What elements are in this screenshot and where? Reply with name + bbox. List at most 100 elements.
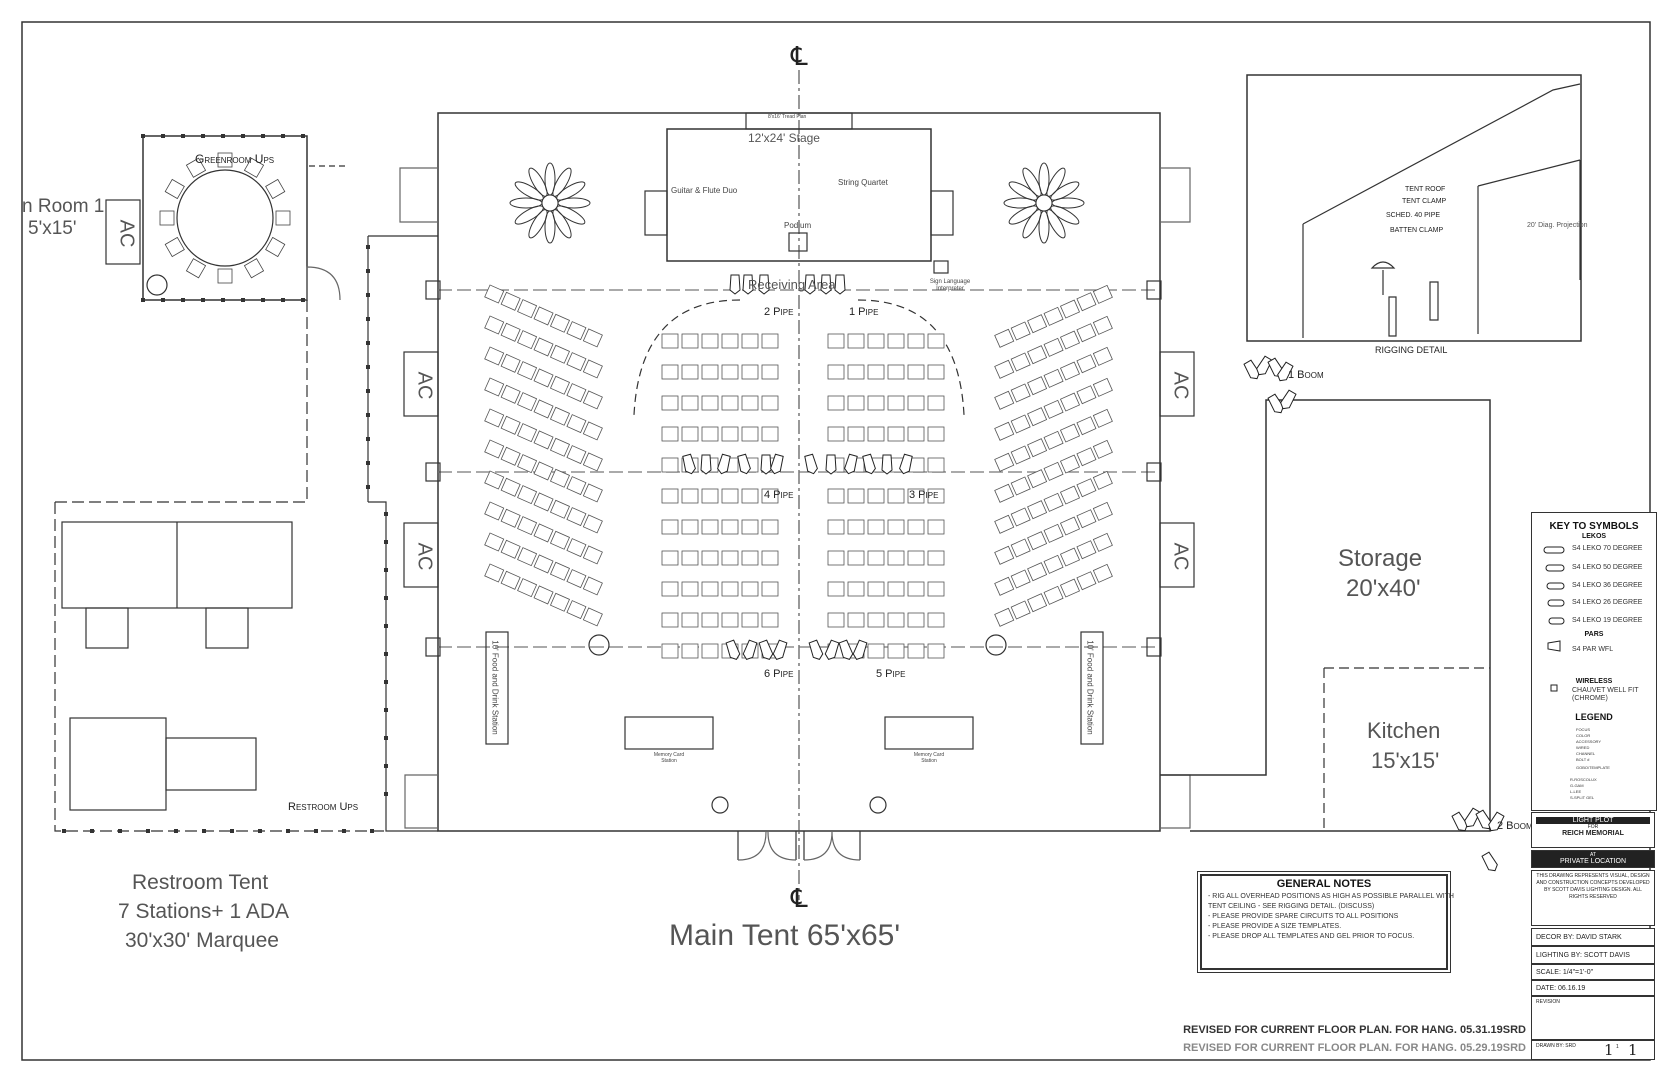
seat [827,612,845,628]
tent-post [384,736,388,740]
seat [907,333,925,349]
petal [1038,210,1050,244]
tent-post [181,134,185,138]
seat [661,643,679,659]
lighting-fixture-icon [852,639,868,660]
seat [887,643,905,659]
lighting-fixture-icon [1488,811,1505,832]
seat [1027,562,1048,582]
petal [1051,197,1085,209]
seat [1076,571,1097,591]
petal [544,210,556,244]
seat [847,550,865,566]
tent-post [384,568,388,572]
seat-row [484,346,603,410]
seat [847,395,865,411]
seat [1059,516,1081,536]
seat [867,550,885,566]
tent-post [384,540,388,544]
seat [1043,492,1064,512]
legend-head: LEGEND [1575,712,1613,722]
seat-row [484,315,603,379]
seat [761,488,779,504]
seat [721,488,739,504]
seat [1027,500,1048,520]
green-room-size: 5'x15' [28,218,77,239]
seat [741,612,759,628]
seat [827,333,845,349]
petal [556,205,586,225]
lighting-credit: LIGHTING BY: SCOTT DAVIS [1531,946,1655,964]
seat [1043,523,1064,543]
tent-post [141,298,145,302]
seat [517,330,538,350]
tent-post [174,829,178,833]
petal [557,197,591,209]
seat [1010,476,1031,496]
lighting-fixture-icon [1243,359,1260,380]
legend-item: COLOR [1576,733,1591,738]
tent-post [366,461,370,465]
seat [484,315,505,335]
seat [582,328,603,348]
seat [994,576,1015,596]
legend-item: GOBO/TEMPLATE [1576,765,1610,770]
seat [1092,408,1113,428]
seat [741,488,759,504]
event-name: REICH MEMORIAL [1562,830,1624,837]
centerline-label: ℄ [791,884,808,914]
flower-decor [541,194,1053,212]
seat [1043,585,1064,605]
abbrev-item: G-GAM [1570,783,1584,788]
seat [566,569,587,589]
key-title: KEY TO SYMBOLS [1549,521,1639,532]
seat-row [994,408,1113,472]
seat [867,333,885,349]
tent-post [384,680,388,684]
tent-post [161,134,165,138]
seat-row [994,563,1113,627]
seat [721,519,739,535]
key-leko: S4 LEKO 26 DEGREE [1572,599,1643,606]
seat [1027,531,1048,551]
seat-row [994,315,1113,379]
seat [1043,399,1064,419]
tent-post [146,829,150,833]
seat [1010,538,1031,558]
kitchen-size: 15'x15' [1371,748,1440,773]
seat [484,408,505,428]
lighting-fixture-icon [899,453,913,475]
seat [887,519,905,535]
seat [500,291,521,311]
ac-label: AC [413,371,436,400]
seat-row [484,377,603,441]
seat [1059,423,1081,443]
tent-post [90,829,94,833]
seat [907,426,925,442]
seat [681,395,699,411]
lighting-fixture-icon [804,274,816,295]
seat [1010,569,1031,589]
seat [741,333,759,349]
seat [517,423,538,443]
ada-trailer [69,717,167,811]
seat [533,461,554,481]
seat [721,364,739,380]
seat [500,508,521,528]
seat [582,514,603,534]
lighting-fixture-icon [1280,389,1297,410]
note-line: - PLEASE DROP ALL TEMPLATES AND GEL PRIO… [1208,933,1415,940]
lighting-fixture-icon [1481,851,1498,872]
seat-row [484,284,603,348]
tent-post [281,134,285,138]
restroom-tent-title: Restroom Tent [132,871,269,894]
petal [514,205,544,225]
seat [1092,563,1113,583]
key-leko: S4 LEKO 19 DEGREE [1572,617,1643,624]
seat [994,607,1015,627]
tent-post [201,298,205,302]
seat [1059,299,1081,319]
seat [549,375,571,395]
revision-previous: REVISED FOR CURRENT FLOOR PLAN. FOR HANG… [1183,1042,1526,1054]
seat [741,581,759,597]
